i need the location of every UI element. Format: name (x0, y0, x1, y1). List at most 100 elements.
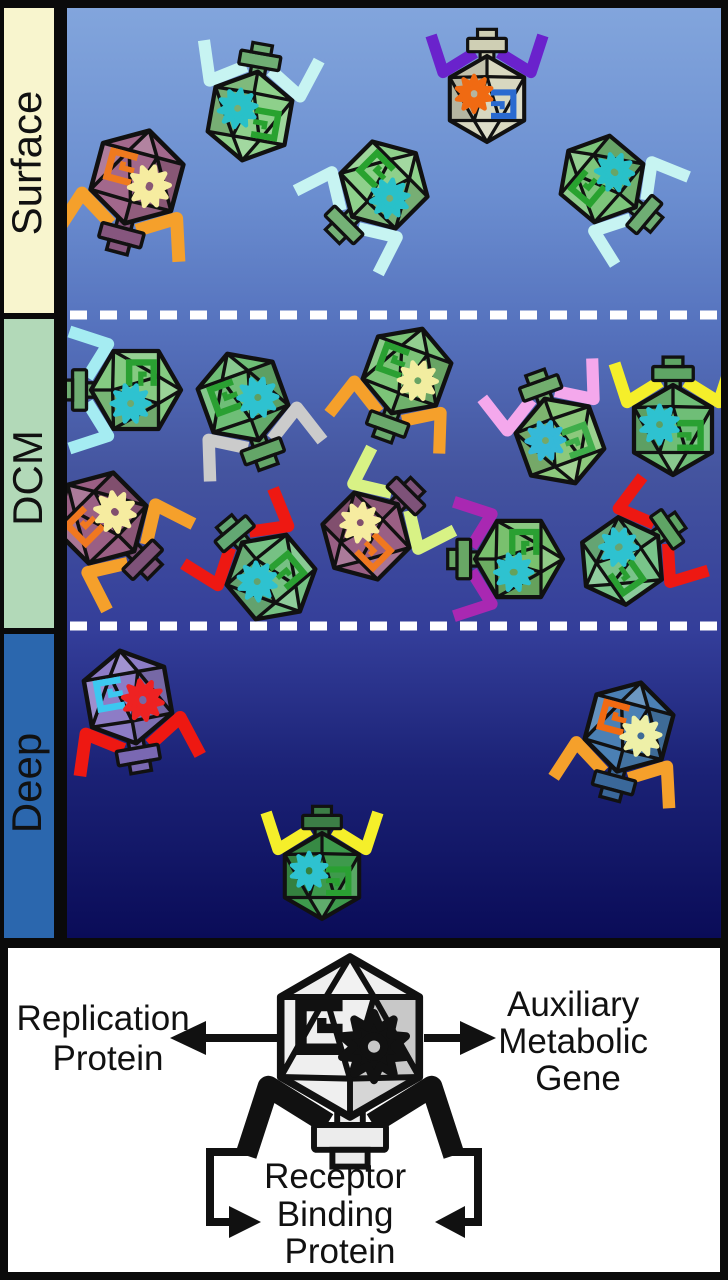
phage-deep-16-leg-right (260, 810, 314, 856)
phage-dcm-10-leg-left (403, 509, 458, 555)
phage-dcm-8 (180, 486, 318, 622)
amg-arrow (424, 1021, 496, 1055)
phage-surface-0-leg-right (134, 211, 186, 263)
phage-dcm-6-amg-gear-icon (236, 376, 280, 419)
phage-deep-15-leg-right (145, 710, 206, 758)
phage-dcm-5-amg-gear-icon (109, 383, 152, 424)
phage-dcm-11-tail (517, 366, 564, 407)
legend-phage-tail (311, 1107, 389, 1170)
phage-deep-17-leg-left (548, 736, 609, 781)
phage-surface-1-leg-right (197, 39, 249, 87)
legend-phage-leg-left (235, 1075, 334, 1159)
phage-surface-1-replication-bracket-icon (250, 106, 283, 142)
phage-dcm-8-replication-bracket-icon (267, 549, 309, 591)
phage-dcm-8-tail (213, 512, 256, 554)
phage-surface-2 (425, 27, 549, 145)
phage-dcm-12-amg-gear-icon (639, 403, 680, 446)
phage-dcm-9-leg-left (324, 375, 384, 418)
phage-deep-17-leg-right (626, 760, 676, 809)
phage-dcm-14-leg-right (612, 473, 657, 530)
phage-dcm-12-leg-right (608, 361, 664, 409)
phage-deep-16-replication-bracket-icon (325, 866, 352, 896)
phage-surface-2-amg-gear-icon (454, 73, 494, 115)
legend-phage (235, 953, 465, 1170)
phage-dcm-10-leg-right (347, 444, 393, 499)
phage-dcm-11 (477, 358, 607, 486)
rbp-line-1: Receptor (264, 1157, 406, 1196)
phage-dcm-9-leg-right (400, 406, 447, 454)
phage-surface-3-replication-bracket-icon (355, 148, 396, 190)
phage-deep-15-tail (114, 736, 162, 776)
phage-dcm-7-replication-bracket-icon (67, 505, 106, 549)
phage-dcm-5 (67, 325, 184, 455)
amg-line-2: Metabolic (498, 1022, 648, 1061)
replication-protein-label: Replication Protein (17, 999, 200, 1078)
rbp-arrow-right (435, 1148, 482, 1238)
phage-dcm-7-leg-right (140, 498, 197, 547)
phage-deep-17-replication-bracket-icon (595, 698, 631, 736)
auxiliary-metabolic-gene-label: Auxiliary Metabolic Gene (498, 985, 658, 1098)
phage-deep-16 (260, 804, 384, 922)
phage-deep-15 (73, 648, 206, 778)
phage-dcm-11-leg-right (477, 394, 537, 437)
phage-dcm-11-leg-left (553, 358, 600, 406)
phage-dcm-12-tail (651, 355, 695, 391)
phage-surface-4 (558, 133, 691, 268)
phage-dcm-13 (446, 496, 566, 622)
phage-dcm-14-leg-left (662, 543, 710, 589)
phage-dcm-10 (320, 444, 458, 582)
phage-dcm-7-amg-gear-icon (93, 490, 137, 534)
phage-dcm-10-tail (385, 475, 427, 517)
phage-surface-3-leg-right (357, 222, 403, 277)
replication-arrow (170, 1021, 282, 1055)
phage-dcm-13-replication-bracket-icon (509, 528, 540, 555)
surface-zone-label: Surface (3, 91, 50, 236)
phage-deep-17-tail (590, 763, 638, 804)
phage-dcm-13-leg-left (452, 496, 498, 550)
phage-deep-15-leg-left (73, 727, 127, 778)
phage-surface-3-amg-gear-icon (368, 177, 411, 220)
phage-dcm-6-replication-bracket-icon (206, 378, 243, 418)
phage-dcm-14-replication-bracket-icon (607, 558, 648, 598)
dcm-zone-label: DCM (4, 430, 51, 526)
rbp-line-3: Protein (285, 1232, 396, 1271)
phage-deep-17 (548, 680, 676, 809)
phage-dcm-13-amg-gear-icon (493, 552, 535, 592)
phage-dcm-10-replication-bracket-icon (354, 531, 395, 573)
phage-surface-2-leg-left (495, 33, 549, 79)
phage-dcm-12-leg-left (682, 376, 721, 409)
phage-dcm-12-replication-bracket-icon (677, 419, 704, 451)
phage-dcm-8-amg-gear-icon (236, 560, 278, 603)
phage-layer (67, 27, 721, 922)
amg-line-1: Auxiliary (507, 985, 640, 1024)
replication-line-2: Protein (53, 1039, 164, 1078)
legend-phage-leg-right (366, 1075, 465, 1159)
phage-dcm-11-replication-bracket-icon (560, 420, 597, 460)
phage-surface-1 (197, 39, 325, 163)
legend-phage-amg-gear-icon (338, 1009, 410, 1085)
phage-dcm-6-tail (239, 432, 286, 473)
phage-dcm-12 (608, 355, 721, 478)
phage-surface-4-replication-bracket-icon (566, 168, 607, 209)
phage-surface-0-amg-gear-icon (126, 164, 172, 209)
phage-surface-0-replication-bracket-icon (102, 146, 139, 187)
phage-surface-2-leg-right (425, 33, 479, 79)
phage-deep-15-amg-gear-icon (120, 678, 165, 722)
phage-surface-1-leg-left (266, 57, 325, 103)
phage-surface-4-leg-left (588, 213, 633, 268)
phage-surface-3 (292, 139, 430, 277)
phage-dcm-5-leg-left (67, 325, 115, 381)
replication-line-1: Replication (17, 999, 190, 1038)
dcm-zone-bar (4, 319, 54, 628)
receptor-binding-protein-label: Receptor Binding Protein (264, 1157, 416, 1271)
deep-zone-label: Deep (3, 733, 50, 833)
phage-dcm-9-amg-gear-icon (396, 360, 439, 402)
phage-dcm-6 (195, 351, 328, 482)
phage-surface-2-replication-bracket-icon (490, 89, 517, 119)
phage-dcm-10-amg-gear-icon (339, 501, 382, 544)
phage-dcm-8-leg-left (248, 486, 295, 538)
deep-zone-bar (4, 634, 54, 938)
phage-surface-4-amg-gear-icon (593, 152, 636, 193)
phage-surface-4-leg-right (640, 156, 691, 201)
